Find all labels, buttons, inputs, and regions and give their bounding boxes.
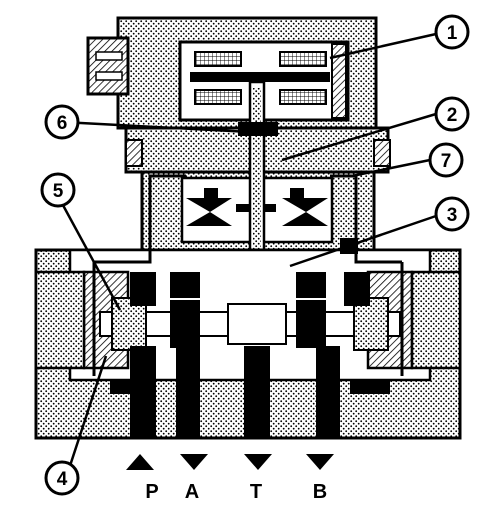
arrow-down-icon [180, 454, 208, 470]
callout-leaders [56, 32, 437, 479]
port-p: P [126, 454, 159, 503]
arrow-up-icon [126, 454, 154, 470]
arrow-down-icon [244, 454, 272, 470]
callout-2: 2 [434, 96, 470, 132]
callout-7: 7 [428, 142, 464, 178]
port-t-label: T [250, 481, 262, 503]
callout-3-label: 3 [447, 205, 458, 226]
port-b-label: B [313, 481, 327, 503]
port-t: T [244, 454, 272, 503]
callout-4: 4 [44, 460, 80, 496]
callout-1: 1 [434, 14, 470, 50]
callout-7-label: 7 [441, 151, 452, 172]
port-a-label: A [185, 481, 199, 503]
port-b: B [306, 454, 334, 503]
callout-3: 3 [434, 196, 470, 232]
callout-1-label: 1 [447, 23, 458, 44]
flow-passages [92, 174, 404, 438]
callout-2-label: 2 [447, 105, 458, 126]
callout-6-label: 6 [57, 113, 68, 134]
callout-5-label: 5 [53, 181, 64, 202]
callout-4-label: 4 [57, 469, 68, 490]
arrow-down-icon [306, 454, 334, 470]
callout-5: 5 [40, 172, 76, 208]
callout-6: 6 [44, 104, 80, 140]
main-spool [99, 297, 401, 351]
port-a: A [180, 454, 208, 503]
port-p-label: P [145, 481, 158, 503]
